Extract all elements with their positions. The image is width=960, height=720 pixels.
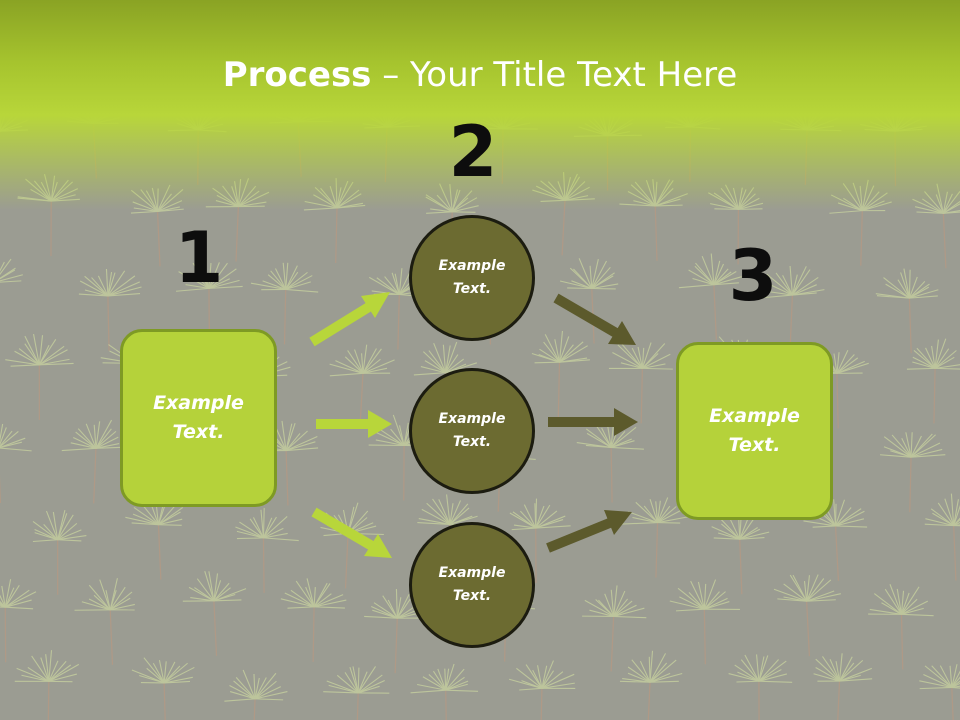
- slide-title[interactable]: Process – Your Title Text Here: [0, 52, 960, 98]
- arrow-left-up: [309, 292, 390, 347]
- step-box-3[interactable]: Example Text.: [676, 342, 833, 520]
- step-box-1[interactable]: Example Text.: [120, 329, 277, 507]
- arrow-left-down: [311, 507, 392, 558]
- arrow-left-middle: [316, 410, 392, 438]
- title-bold: Process: [222, 55, 372, 95]
- circle-middle[interactable]: Example Text.: [409, 368, 535, 494]
- circle-bottom[interactable]: Example Text.: [409, 522, 535, 648]
- circle-bottom-label: Example Text.: [438, 565, 506, 604]
- circle-top-label: Example Text.: [438, 258, 506, 297]
- step-box-1-label: Example Text.: [153, 392, 244, 443]
- step-number-3: 3: [728, 235, 778, 317]
- circle-middle-label: Example Text.: [438, 411, 506, 450]
- header-band: [0, 0, 960, 210]
- step-box-3-label: Example Text.: [709, 405, 800, 456]
- title-rest: – Your Title Text Here: [371, 55, 738, 95]
- circle-top[interactable]: Example Text.: [409, 215, 535, 341]
- step-number-1: 1: [174, 217, 224, 299]
- arrow-right-up: [546, 510, 632, 553]
- arrow-right-down: [553, 293, 636, 345]
- step-number-2: 2: [448, 111, 498, 193]
- arrow-right-middle: [548, 408, 638, 436]
